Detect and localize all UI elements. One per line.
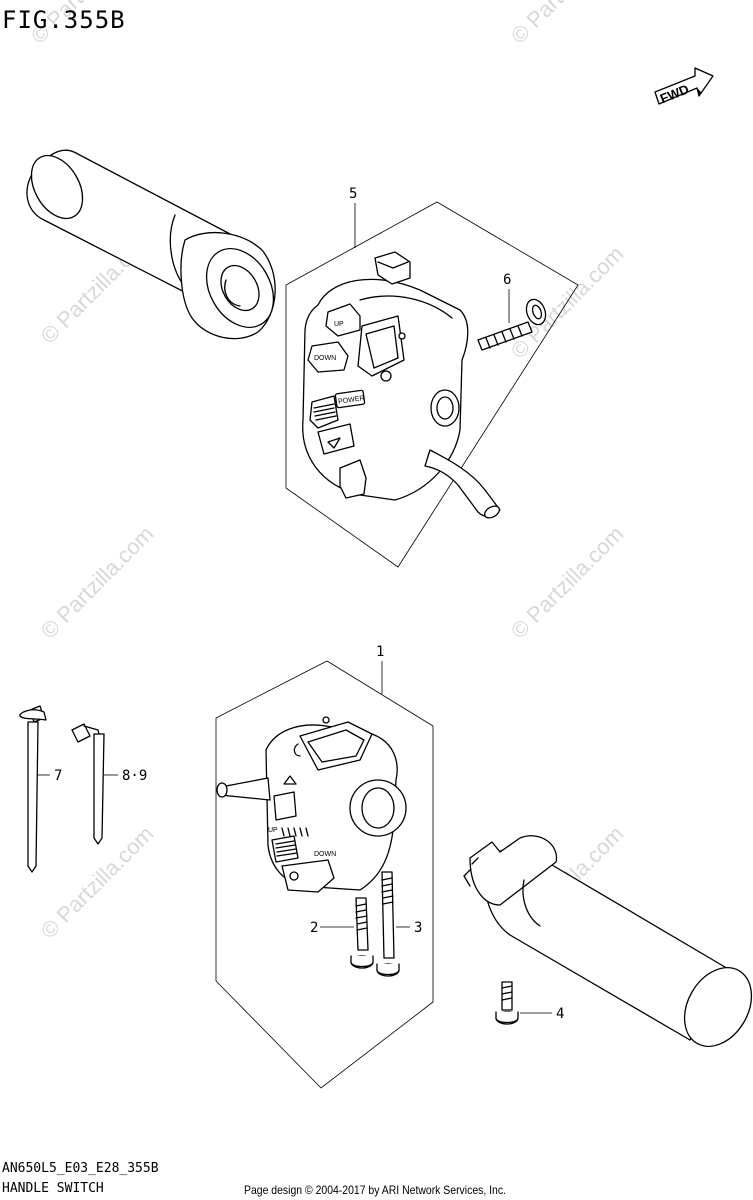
up-switch-label: UP (334, 321, 344, 328)
right-switch-housing: UP DOWN POWER (302, 251, 501, 519)
lower-up-label: UP (268, 827, 278, 834)
callout-8-9: 8·9 (122, 768, 147, 784)
callout-6: 6 (503, 272, 511, 288)
watermark-text: © Partzilla.com (506, 521, 629, 644)
screw-2 (350, 897, 374, 969)
assembly-frame-lower (215, 660, 434, 1089)
lower-down-label: DOWN (314, 851, 336, 858)
callout-5: 5 (349, 186, 357, 202)
screw-6 (477, 298, 547, 351)
down-switch-label: DOWN (314, 355, 336, 362)
footer-diagram-code: AN650L5_E03_E28_355B (2, 1161, 159, 1176)
watermark-text: © Partzilla.com (36, 521, 159, 644)
footer-credit: Page design © 2004-2017 by ARI Network S… (244, 1183, 506, 1197)
screw-4 (495, 981, 519, 1025)
fwd-arrow-icon: FWD (654, 67, 714, 106)
power-switch-label: POWER (338, 395, 365, 406)
callout-3: 3 (414, 920, 422, 936)
screw-3 (376, 871, 400, 977)
callout-2: 2 (310, 920, 318, 936)
fwd-label: FWD (658, 81, 691, 106)
callout-4: 4 (556, 1006, 564, 1022)
cable-tie-7 (19, 705, 47, 873)
right-grip (463, 835, 753, 1047)
callout-7: 7 (54, 768, 62, 784)
footer-diagram-name: HANDLE SWITCH (2, 1181, 104, 1196)
cable-tie-8-9 (71, 723, 105, 845)
figure-title: FIG.355B (2, 6, 126, 34)
callout-1: 1 (376, 644, 384, 660)
assembly-frame-upper (285, 201, 579, 568)
left-switch-housing: UP DOWN (216, 716, 407, 893)
left-grip (26, 149, 276, 340)
watermark-text: © Partzilla.com (506, 0, 629, 49)
